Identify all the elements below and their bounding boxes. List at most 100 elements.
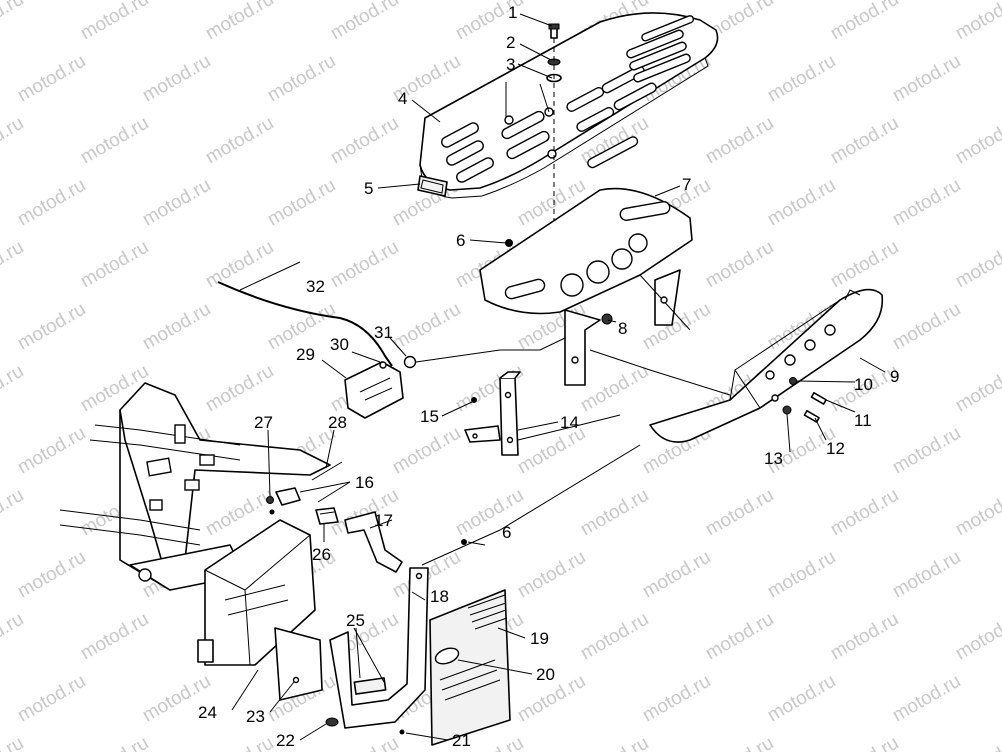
part-19-mud-flap	[429, 589, 511, 746]
watermark-text: motod.ru	[139, 51, 214, 107]
watermark-text: motod.ru	[952, 361, 1002, 417]
watermark-text: motod.ru	[264, 51, 339, 107]
watermark-text: motod.ru	[389, 423, 464, 479]
watermark-text: motod.ru	[0, 733, 27, 752]
part-22-nut	[325, 717, 339, 727]
part-28-bolt	[311, 461, 343, 481]
watermark-text: motod.ru	[77, 237, 152, 293]
watermark-text: motod.ru	[77, 0, 152, 44]
callout-1: 1	[508, 3, 517, 22]
part-25-clip	[353, 677, 387, 695]
callout-28: 28	[328, 413, 347, 432]
watermark-text: motod.ru	[202, 113, 277, 169]
part-15-bolt	[471, 397, 477, 403]
callout-7: 7	[682, 175, 691, 194]
callout-4: 4	[398, 89, 407, 108]
part-14-mount-bracket	[464, 371, 521, 456]
watermark-text: motod.ru	[764, 671, 839, 727]
part-4-rear-rack	[419, 12, 719, 199]
callout-27: 27	[254, 413, 273, 432]
watermark-text: motod.ru	[0, 361, 27, 417]
watermark-text: motod.ru	[0, 237, 27, 293]
watermark-text: motod.ru	[764, 51, 839, 107]
watermark-text: motod.ru	[952, 0, 1002, 44]
watermark-text: motod.ru	[0, 609, 27, 665]
part-6-screw-top	[505, 239, 513, 247]
part-30-bulb	[379, 361, 387, 369]
callout-22: 22	[276, 731, 295, 750]
callout-20: 20	[536, 665, 555, 684]
watermark-text: motod.ru	[327, 113, 402, 169]
part-24-battery	[197, 519, 316, 666]
part-32-wiring-harness	[217, 281, 393, 367]
part-6-screw-bottom	[461, 539, 467, 545]
watermark-text: motod.ru	[139, 175, 214, 231]
watermark-text: motod.ru	[702, 237, 777, 293]
callout-6-top: 6	[456, 231, 465, 250]
callout-17: 17	[374, 511, 393, 530]
watermark-text: motod.ru	[202, 733, 277, 752]
part-7-rack-support	[479, 187, 693, 386]
watermark-text: motod.ru	[827, 485, 902, 541]
callout-25: 25	[346, 611, 365, 630]
watermark-text: motod.ru	[952, 113, 1002, 169]
watermark-text: motod.ru	[577, 609, 652, 665]
watermark-text: motod.ru	[14, 423, 89, 479]
watermark-text: motod.ru	[77, 733, 152, 752]
leader-lines	[231, 13, 886, 741]
watermark-text: motod.ru	[639, 299, 714, 355]
part-26-connector	[315, 507, 339, 525]
callout-29: 29	[296, 345, 315, 364]
watermark-text: motod.ru	[827, 733, 902, 752]
watermark-text: motod.ru	[14, 671, 89, 727]
assembly-line-bracket-bumper	[517, 414, 621, 441]
watermark-text: motod.ru	[702, 609, 777, 665]
callout-12: 12	[826, 439, 845, 458]
callout-8: 8	[618, 319, 627, 338]
callout-10: 10	[854, 375, 873, 394]
callout-18: 18	[430, 587, 449, 606]
part-23-bracket	[274, 627, 323, 701]
watermark-text: motod.ru	[827, 113, 902, 169]
watermark-text: motod.ru	[14, 175, 89, 231]
watermark-text: motod.ru	[264, 175, 339, 231]
watermark-text: motod.ru	[139, 299, 214, 355]
callout-21: 21	[452, 731, 471, 750]
assembly-line-tail-light	[415, 337, 566, 363]
callout-3: 3	[506, 55, 515, 74]
watermark-text: motod.ru	[702, 485, 777, 541]
watermark-text: motod.ru	[389, 299, 464, 355]
watermark-text: motod.ru	[889, 547, 964, 603]
watermark-text: motod.ru	[639, 671, 714, 727]
part-31-grommet	[403, 355, 417, 369]
watermark-text: motod.ru	[889, 51, 964, 107]
callout-14: 14	[560, 413, 579, 432]
watermark-text: motod.ru	[327, 0, 402, 44]
callout-23: 23	[246, 707, 265, 726]
watermark-text: motod.ru	[827, 0, 902, 44]
watermark-text: motod.ru	[202, 361, 277, 417]
part-9-rear-bumper	[649, 288, 884, 443]
watermark-text: motod.ru	[764, 547, 839, 603]
watermark-text: motod.ru	[952, 237, 1002, 293]
callout-26: 26	[312, 545, 331, 564]
watermark-text: motod.ru	[14, 51, 89, 107]
watermark-text: motod.ru	[952, 609, 1002, 665]
callout-19: 19	[530, 629, 549, 648]
callout-24: 24	[198, 703, 217, 722]
callout-6-bottom: 6	[502, 523, 511, 542]
part-27-fastener	[266, 496, 275, 515]
part-8-nut	[601, 313, 613, 325]
watermark-text: motod.ru	[327, 733, 402, 752]
part-29-tail-light	[344, 361, 404, 419]
watermark-text: motod.ru	[77, 609, 152, 665]
callout-32: 32	[306, 277, 325, 296]
watermark-text: motod.ru	[639, 547, 714, 603]
watermark-text: motod.ru	[952, 485, 1002, 541]
watermark-text: motod.ru	[952, 733, 1002, 752]
watermark-text: motod.ru	[14, 547, 89, 603]
callout-9: 9	[890, 367, 899, 386]
part-20-flap-plate	[434, 647, 460, 665]
callout-30: 30	[330, 335, 349, 354]
